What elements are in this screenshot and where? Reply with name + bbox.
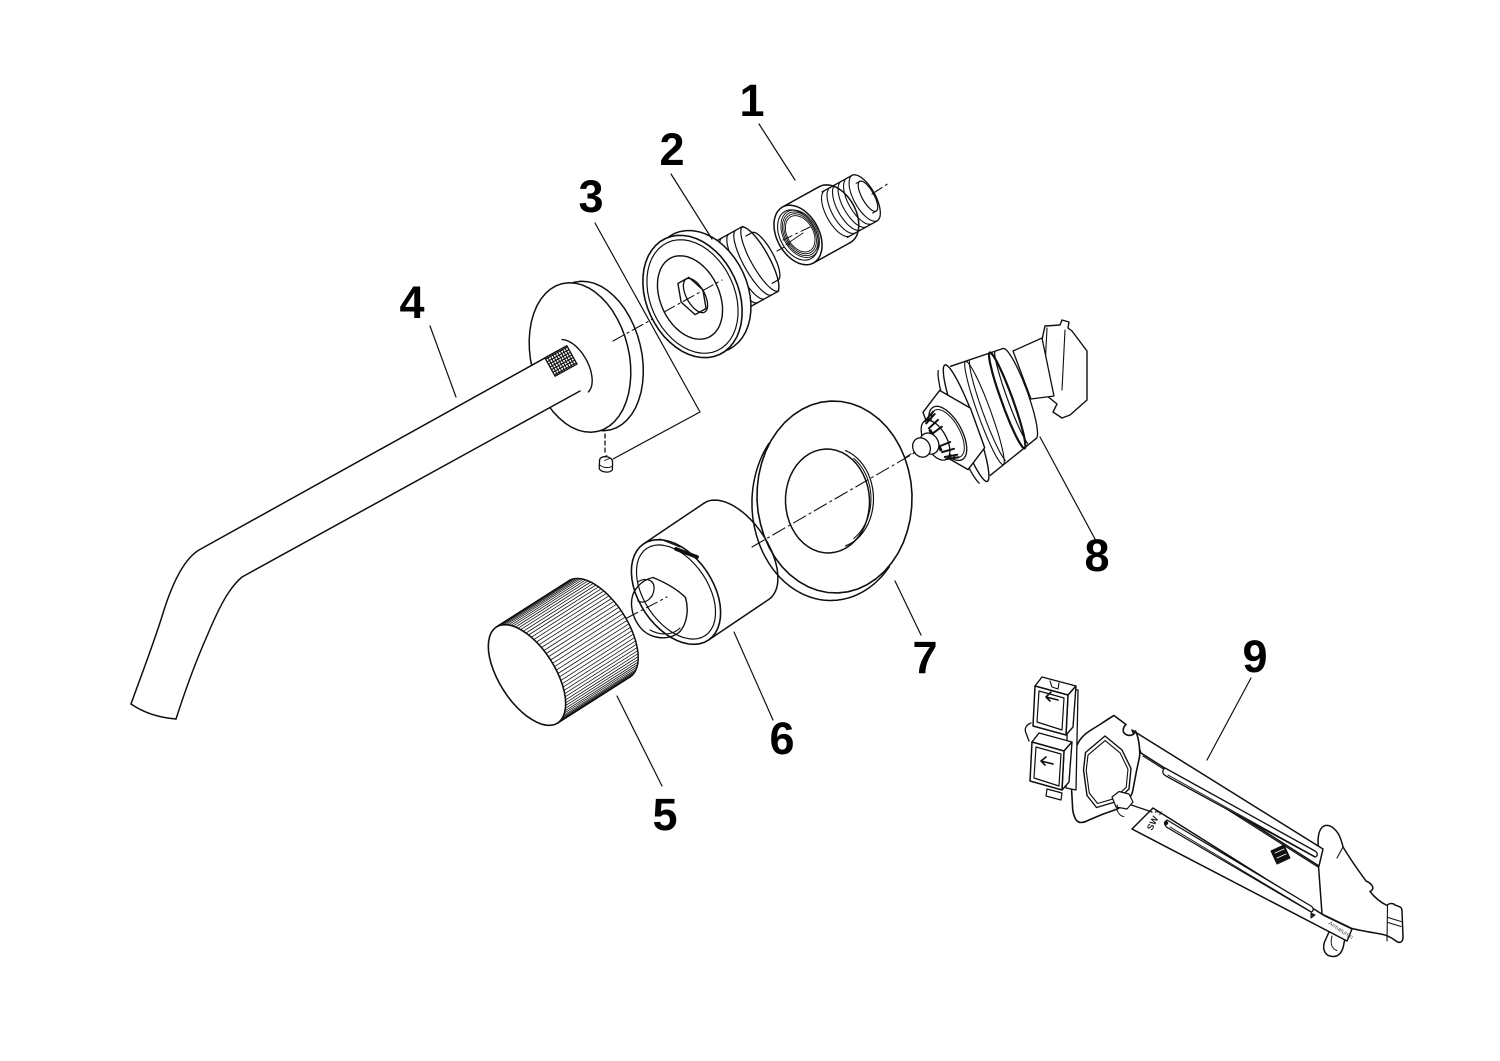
- svg-text:8: 8: [1084, 530, 1109, 581]
- svg-text:2: 2: [659, 124, 684, 175]
- svg-text:7: 7: [912, 632, 937, 683]
- svg-text:3: 3: [578, 171, 603, 222]
- svg-text:6: 6: [769, 713, 794, 764]
- svg-text:9: 9: [1242, 631, 1267, 682]
- svg-text:5: 5: [652, 789, 677, 840]
- svg-text:1: 1: [739, 75, 764, 126]
- svg-text:4: 4: [399, 277, 424, 328]
